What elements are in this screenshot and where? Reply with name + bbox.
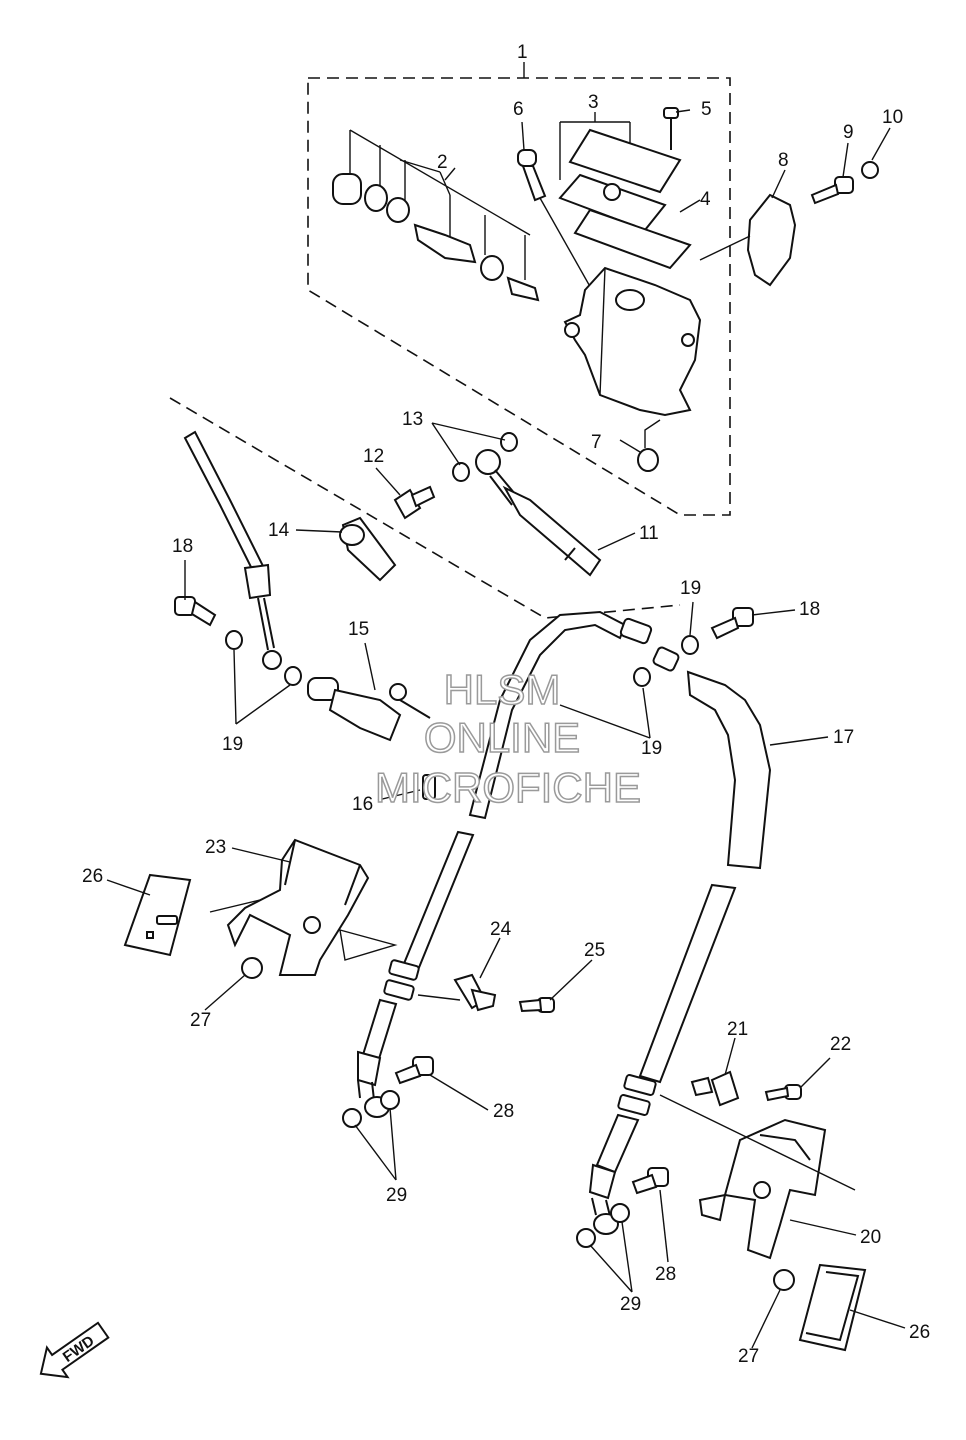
union-bolt-18a [174,596,217,627]
callout-7: 7 [591,432,602,453]
union-bolt-18b [710,607,754,640]
watermark-line-2: ONLINE [424,714,580,761]
clamp-screw-25 [518,997,555,1013]
washer-13b [500,432,518,452]
piston-kit [332,129,540,302]
joint-bolt [422,774,436,800]
right-hose-bracket [659,1094,856,1260]
callout-18a: 18 [172,536,193,557]
joint-pipe [307,677,431,742]
reflector-right [798,1263,867,1352]
callout-28a: 28 [493,1101,514,1122]
callout-8: 8 [778,150,789,171]
washer-29d [610,1203,630,1223]
watermark-line-1: HLSM [444,666,561,713]
callout-17: 17 [833,727,854,748]
callout-21: 21 [727,1019,748,1040]
callout-16: 16 [352,794,373,815]
callout-13: 13 [402,409,423,430]
holder-bolt [810,176,854,205]
callout-11: 11 [639,523,659,544]
leader-lines [106,62,906,1349]
callout-29a: 29 [386,1185,407,1206]
callout-9: 9 [843,122,854,143]
callout-22: 22 [830,1034,851,1055]
callout-26a: 26 [82,866,103,887]
reflector-left [123,873,192,957]
callout-5: 5 [701,99,712,120]
union-bolt-28a [394,1056,434,1085]
callout-19c: 19 [641,738,662,759]
washer-29a [342,1108,362,1128]
callout-12: 12 [363,446,384,467]
callout-19b: 19 [222,734,243,755]
callout-2: 2 [437,152,448,173]
union-bolt-28b [631,1167,669,1195]
left-upper-hose [183,430,282,670]
callout-18b: 18 [799,599,820,620]
upper-brake-hose [475,449,602,577]
fwd-arrow-icon: FWD [39,1321,110,1379]
callout-27a: 27 [190,1010,211,1031]
hose-clamp-21 [690,1070,740,1107]
hose-clamp-24 [417,973,497,1012]
washer-19a [225,630,243,650]
holder-nut [861,161,879,179]
bleed-cap [637,419,661,472]
callout-labels: 1 2 3 4 5 6 7 8 9 10 11 12 13 14 15 16 1… [82,42,930,1367]
hose-boot [339,516,397,582]
callout-15: 15 [348,619,369,640]
washer-13a [452,462,470,482]
long-brake-hose [468,610,772,870]
callout-19a: 19 [680,578,701,599]
washer-19c [681,635,699,655]
callout-20: 20 [860,1227,881,1248]
callout-3: 3 [588,92,599,113]
right-lower-hose [588,883,737,1235]
callout-28b: 28 [655,1264,676,1285]
watermark: HLSM ONLINE MICROFICHE [374,665,642,812]
master-cylinder-body [563,266,702,417]
callout-10: 10 [882,107,903,128]
callout-14: 14 [268,520,290,541]
watermark-line-3: MICROFICHE [375,764,641,811]
lever-holder [699,193,797,287]
washer-29c [576,1228,596,1248]
callout-6: 6 [513,99,524,120]
union-bolt [393,485,436,520]
left-lower-hose [357,830,475,1118]
reservoir-cap [558,121,682,232]
washer-19d [633,667,651,687]
callout-25: 25 [584,940,605,961]
callout-23: 23 [205,837,226,858]
clamp-screw-22 [764,1084,802,1102]
reflector-nut-right [773,1269,795,1291]
callout-27b: 27 [738,1346,759,1367]
callout-1: 1 [517,42,528,63]
hose-group-boundary [169,397,681,619]
cap-screw [663,107,679,150]
callout-29b: 29 [620,1294,641,1315]
callout-26b: 26 [909,1322,930,1343]
reflector-nut-left [241,957,263,979]
assembly-boundary [307,77,731,516]
left-hose-bracket [209,838,398,976]
washer-29b [380,1090,400,1110]
callout-4: 4 [700,189,711,210]
gasket [573,208,692,270]
washer-19b [284,666,302,686]
callout-24: 24 [490,919,512,940]
